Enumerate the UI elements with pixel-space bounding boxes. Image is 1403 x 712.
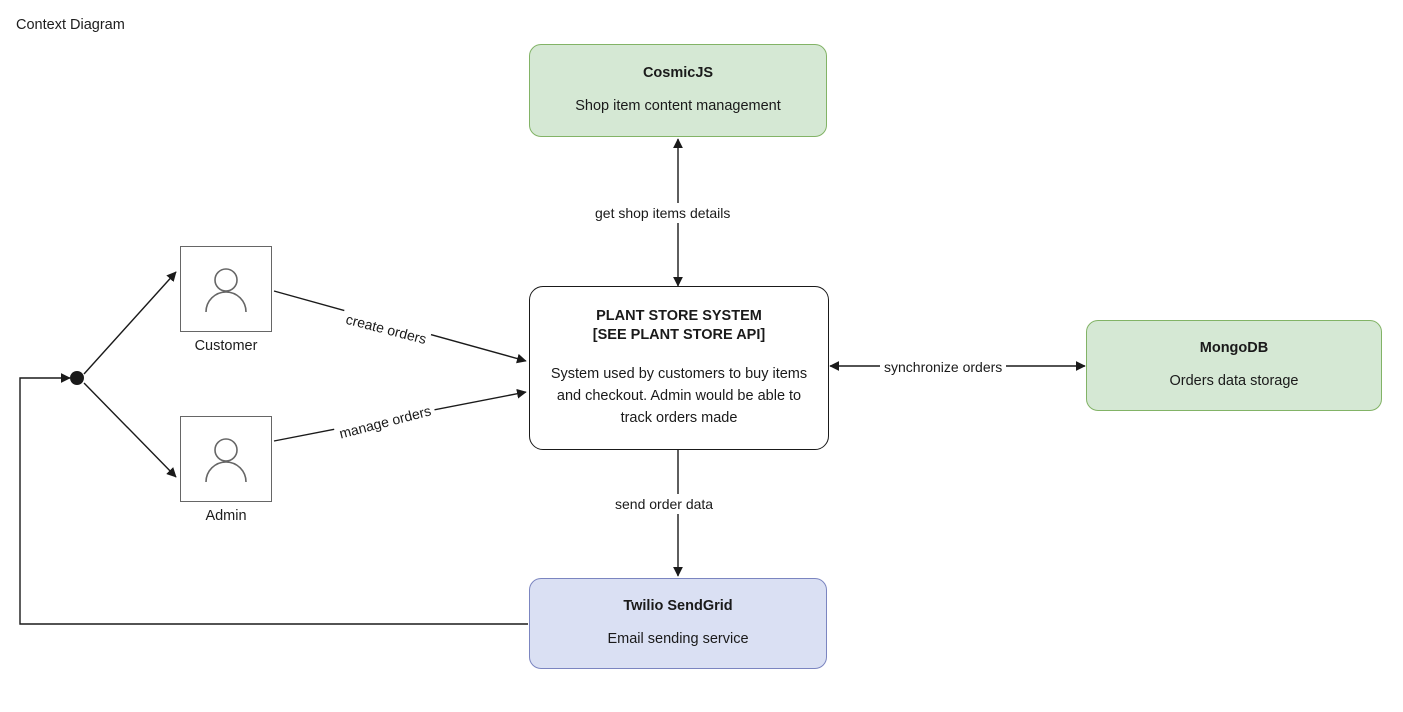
node-twilio-sendgrid-description: Email sending service	[607, 631, 749, 647]
node-twilio-sendgrid[interactable]: Twilio SendGrid Email sending service	[529, 578, 827, 669]
actor-customer-label: Customer	[194, 338, 258, 354]
node-cosmicjs-title: CosmicJS	[642, 65, 714, 81]
actor-customer[interactable]: Customer	[180, 246, 272, 355]
node-cosmicjs-description: Shop item content management	[575, 98, 781, 114]
actor-admin[interactable]: Admin	[180, 416, 272, 525]
node-mongodb[interactable]: MongoDB Orders data storage	[1086, 320, 1382, 411]
node-plant-store-system-description: System used by customers to buy items an…	[550, 366, 808, 426]
node-mongodb-description: Orders data storage	[1169, 373, 1299, 389]
edge-sendgrid-to-actors	[19, 373, 528, 625]
person-icon	[205, 268, 247, 313]
actor-admin-box	[180, 416, 272, 502]
node-cosmicjs[interactable]: CosmicJS Shop item content management	[529, 44, 827, 137]
edge-junction-dot	[70, 371, 84, 385]
edge-junction-admin	[83, 382, 177, 478]
person-icon	[205, 438, 247, 483]
actor-customer-box	[180, 246, 272, 332]
node-twilio-sendgrid-title: Twilio SendGrid	[623, 598, 733, 614]
actor-admin-label: Admin	[205, 508, 247, 524]
edge-junction-customer	[83, 271, 177, 375]
edge-label-synchronize-orders: synchronize orders	[880, 357, 1007, 377]
node-plant-store-system[interactable]: PLANT STORE SYSTEM [SEE PLANT STORE API]…	[529, 286, 829, 450]
page-title: Context Diagram	[16, 17, 125, 33]
edge-label-get-shop-items-details: get shop items details	[591, 203, 735, 223]
edge-label-send-order-data: send order data	[611, 494, 718, 514]
node-plant-store-system-title: PLANT STORE SYSTEM [SEE PLANT STORE API]	[592, 308, 766, 343]
node-mongodb-title: MongoDB	[1199, 340, 1269, 356]
